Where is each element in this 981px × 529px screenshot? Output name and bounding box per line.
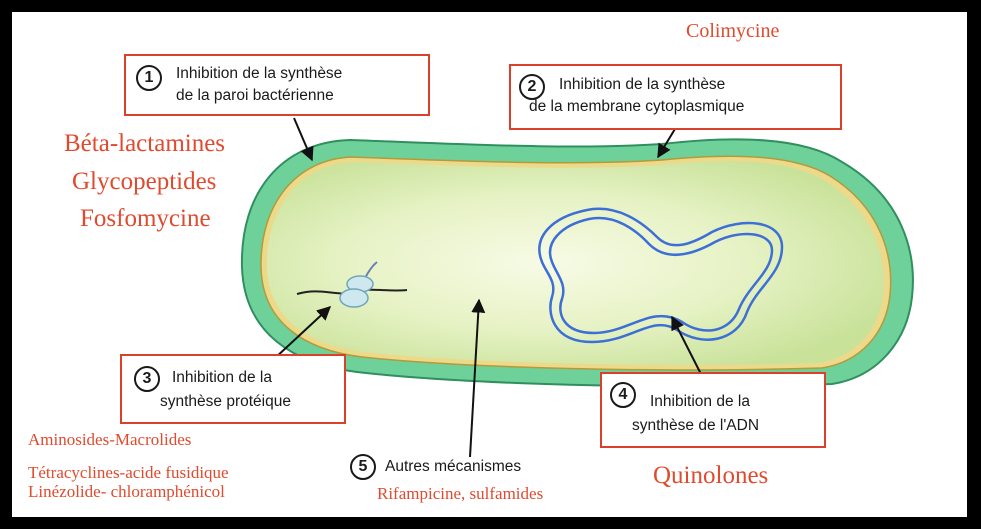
box-3-line-2: synthèse protéique xyxy=(160,392,291,412)
mechanism-box-dna: 4 Inhibition de la synthèse de l'ADN xyxy=(600,372,826,448)
drug-fosfomycine: Fosfomycine xyxy=(80,205,211,233)
number-badge-4: 4 xyxy=(610,382,636,408)
mechanism-box-membrane: 2 Inhibition de la synthèse de la membra… xyxy=(509,64,842,130)
diagram-canvas: 1 Inhibition de la synthèse de la paroi … xyxy=(12,12,967,517)
drug-beta-lactamines: Béta-lactamines xyxy=(64,130,225,158)
box-4-line-1: Inhibition de la xyxy=(650,392,750,412)
box-2-line-2: de la membrane cytoplasmique xyxy=(529,97,744,117)
box-4-line-2: synthèse de l'ADN xyxy=(632,416,759,436)
number-badge-3: 3 xyxy=(134,366,160,392)
drug-quinolones: Quinolones xyxy=(653,462,768,490)
box-1-line-1: Inhibition de la synthèse xyxy=(176,64,342,84)
number-badge-1: 1 xyxy=(136,65,162,91)
drug-tetracyclines: Tétracyclines-acide fusidique xyxy=(28,463,229,483)
drug-linezolide: Linézolide- chloramphénicol xyxy=(28,482,225,502)
drug-rifampicine-sulfamides: Rifampicine, sulfamides xyxy=(377,484,543,504)
box-2-line-1: Inhibition de la synthèse xyxy=(559,75,725,95)
cytoplasm xyxy=(267,161,884,365)
ribosome-small-subunit xyxy=(340,289,368,307)
drug-colimycine: Colimycine xyxy=(686,20,779,43)
mechanism-box-cell-wall: 1 Inhibition de la synthèse de la paroi … xyxy=(124,54,430,116)
drug-glycopeptides: Glycopeptides xyxy=(72,168,216,196)
box-1-line-2: de la paroi bactérienne xyxy=(176,86,334,106)
number-badge-5: 5 xyxy=(350,454,376,480)
other-mechanisms-label: Autres mécanismes xyxy=(385,458,521,476)
mechanism-box-protein: 3 Inhibition de la synthèse protéique xyxy=(120,354,346,424)
drug-aminosides-macrolides: Aminosides-Macrolides xyxy=(28,430,191,450)
box-3-line-1: Inhibition de la xyxy=(172,368,272,388)
